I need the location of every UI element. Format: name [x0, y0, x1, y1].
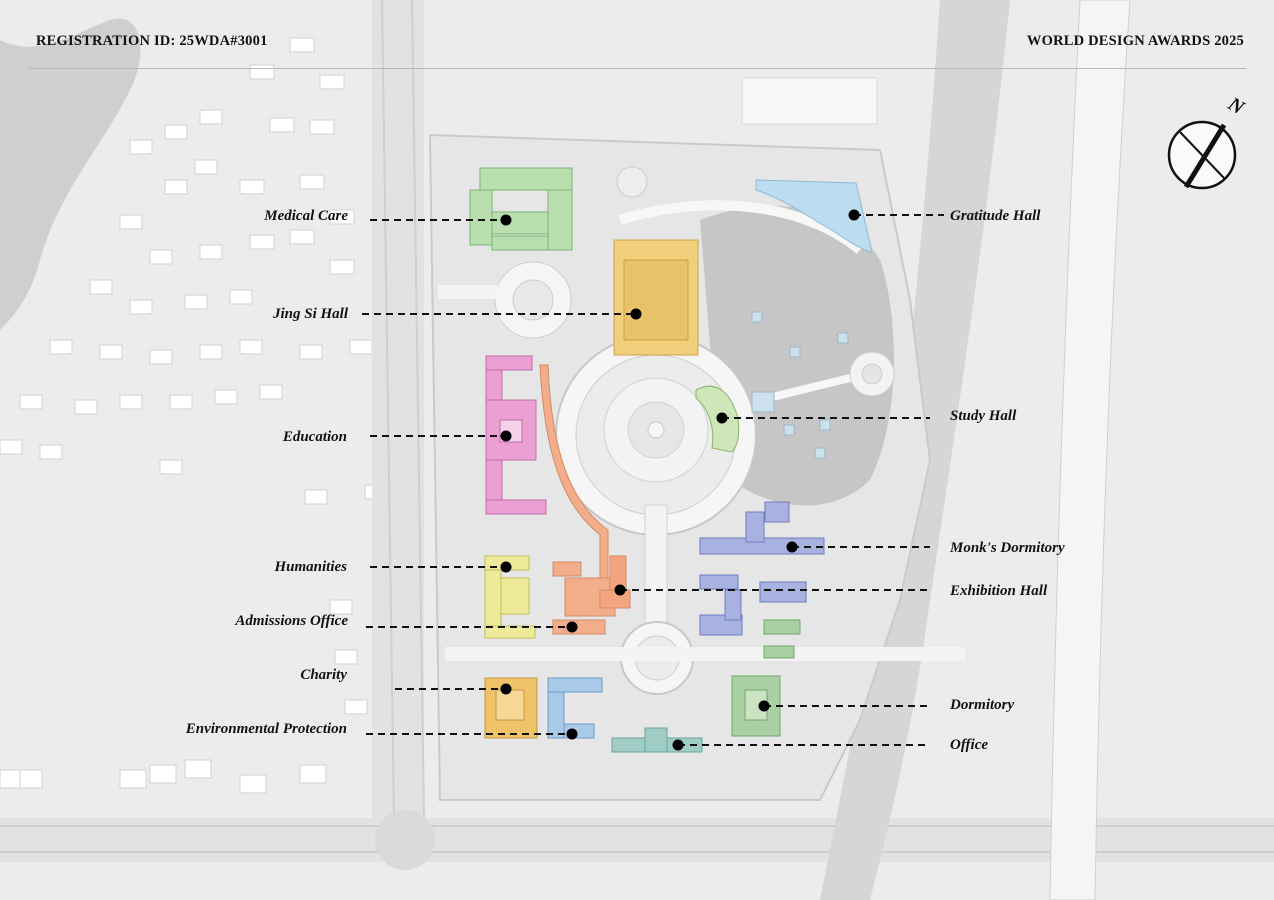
marker-humanities: [500, 561, 512, 573]
header-divider: [28, 68, 1246, 69]
zone-education: [485, 355, 547, 515]
zone-gratitude-hall: [755, 179, 873, 253]
leader-lines: [362, 214, 944, 746]
marker-office: [672, 739, 684, 751]
marker-study-hall: [716, 412, 728, 424]
label-office: Office: [950, 737, 989, 753]
zone-humanities: [484, 555, 536, 639]
label-humanities: Humanities: [274, 559, 347, 575]
river-water: [0, 18, 141, 330]
zone-dormitory: [731, 619, 801, 737]
marker-charity: [500, 683, 512, 695]
label-monks-dormitory: Monk's Dormitory: [950, 540, 1065, 556]
residential-blocks: [0, 37, 388, 794]
marker-jing-si-hall: [630, 308, 642, 320]
label-gratitude-hall: Gratitude Hall: [950, 208, 1041, 224]
label-medical-care: Medical Care: [264, 208, 348, 224]
zone-charity: [484, 677, 538, 739]
label-charity: Charity: [300, 667, 347, 683]
label-dormitory: Dormitory: [950, 697, 1015, 713]
zone-jing-si-hall: [613, 239, 699, 356]
zone-medical-care: [469, 167, 573, 251]
marker-medical-care: [500, 214, 512, 226]
zone-environmental-protection: [547, 677, 603, 739]
marker-admissions-office: [566, 621, 578, 633]
location-markers: [500, 209, 860, 751]
label-admissions-office: Admissions Office: [235, 613, 348, 629]
marker-exhibition-hall: [614, 584, 626, 596]
label-jing-si-hall: Jing Si Hall: [272, 306, 348, 322]
label-education: Education: [282, 429, 347, 445]
registration-id: REGISTRATION ID: 25WDA#3001: [36, 33, 268, 49]
label-exhibition-hall: Exhibition Hall: [950, 583, 1048, 599]
marker-dormitory: [758, 700, 770, 712]
marker-environmental-protection: [566, 728, 578, 740]
road-east: [1049, 0, 1131, 900]
label-study-hall: Study Hall: [950, 408, 1017, 424]
road-west: [372, 0, 424, 820]
marker-gratitude-hall: [848, 209, 860, 221]
award-title: WORLD DESIGN AWARDS 2025: [1026, 33, 1244, 49]
marker-monks-dormitory: [786, 541, 798, 553]
marker-education: [500, 430, 512, 442]
label-environmental-protection: Environmental Protection: [185, 721, 347, 737]
